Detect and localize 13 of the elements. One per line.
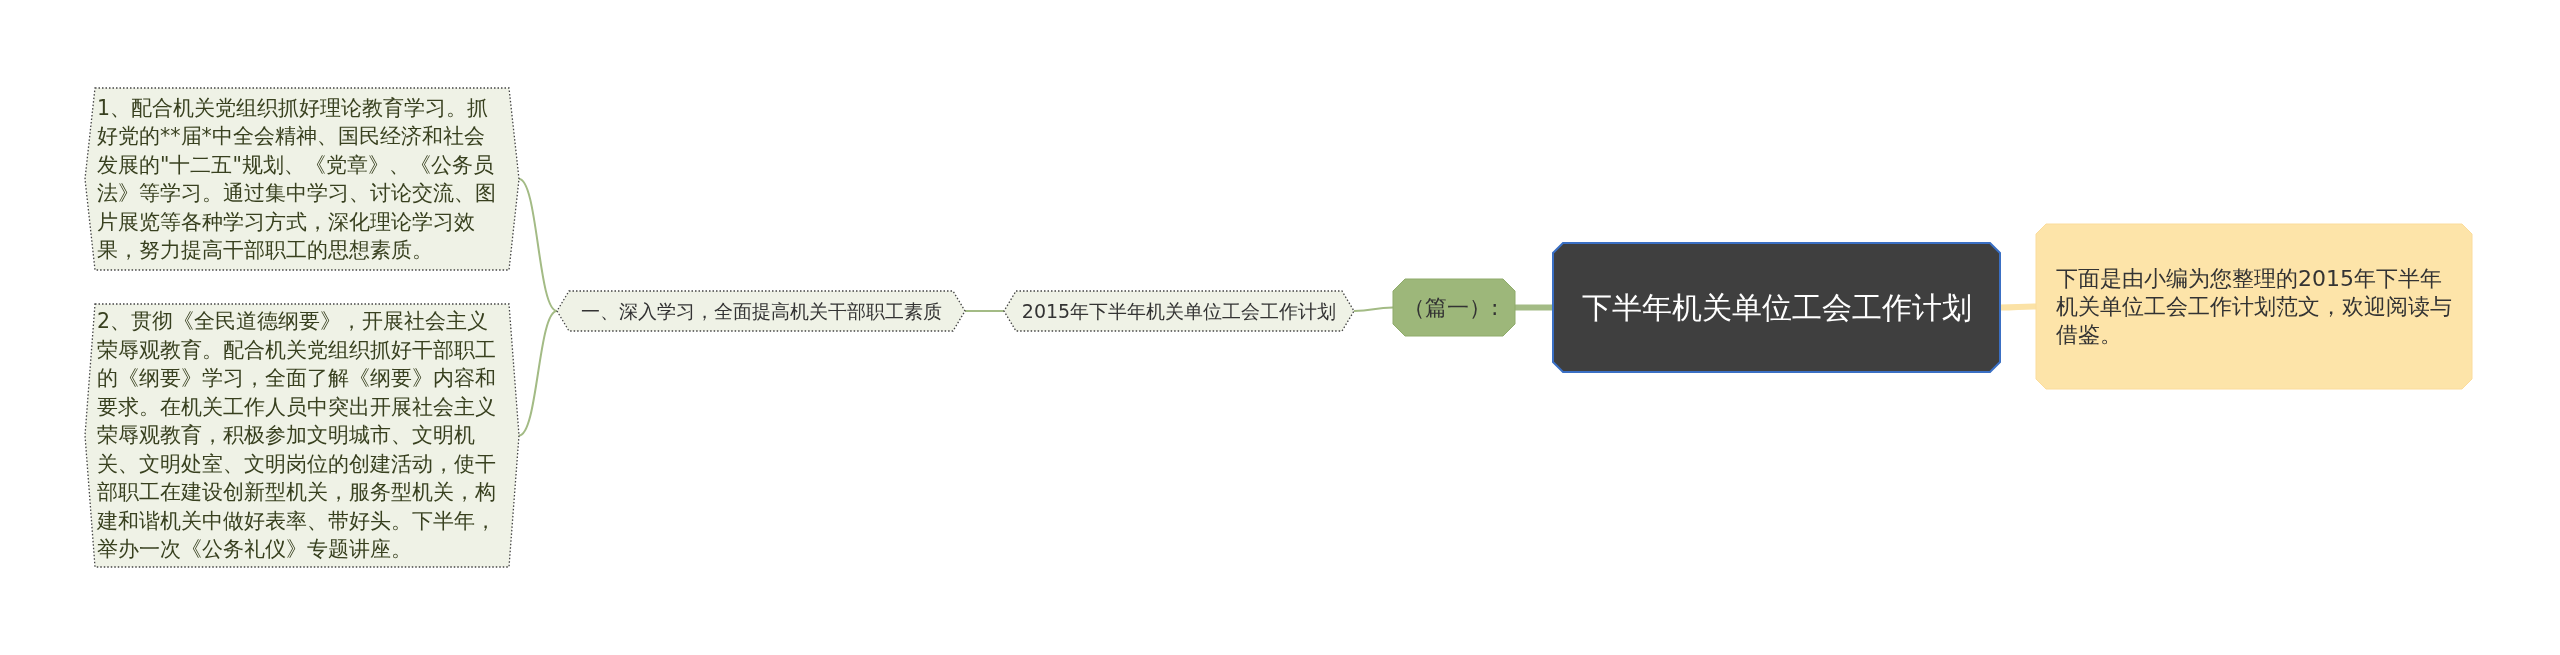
text-box: 1、配合机关党组织抓好理论教育学习。抓好党的**届*中全会精神、国民经济和社会发展的"十二五"规划、《党章》、《公务员法》等学习。通过集中学习、讨论交流、图片展览等各种学习方式，深化理论学习效果，努力提高干部职工的思想素质。 [85,88,519,270]
subtopic-box: 一、深入学习，全面提高机关干部职工素质 [557,291,965,331]
topic-box: 下半年机关单位工会工作计划 [1553,243,2000,372]
connector [1353,306,1394,312]
connector [2000,303,2036,311]
note-box: 下面是由小编为您整理的2015年下半年机关单位工会工作计划范文，欢迎阅读与借鉴。 [2036,224,2472,389]
text-box: 2、贯彻《全民道德纲要》，开展社会主义荣辱观教育。配合机关党组织抓好干部职工的《纲要》学习，全面了解《纲要》内容和要求。在机关工作人员中突出开展社会主义荣辱观教育，积极参加文明城市、文明机关、文明处室、文明岗位的创建活动，使干部职工在建设创新型机关，服务型机关，构建和谐机关中做好表率、带好头。下半年，举办一次《公务礼仪》专题讲座。 [85,304,519,567]
connector [518,310,558,437]
connector [1515,304,1553,311]
connector [964,310,1005,312]
connector [518,178,558,312]
branch-box: （篇一）: [1393,279,1515,336]
subtopic-box: 2015年下半年机关单位工会工作计划 [1004,291,1354,331]
